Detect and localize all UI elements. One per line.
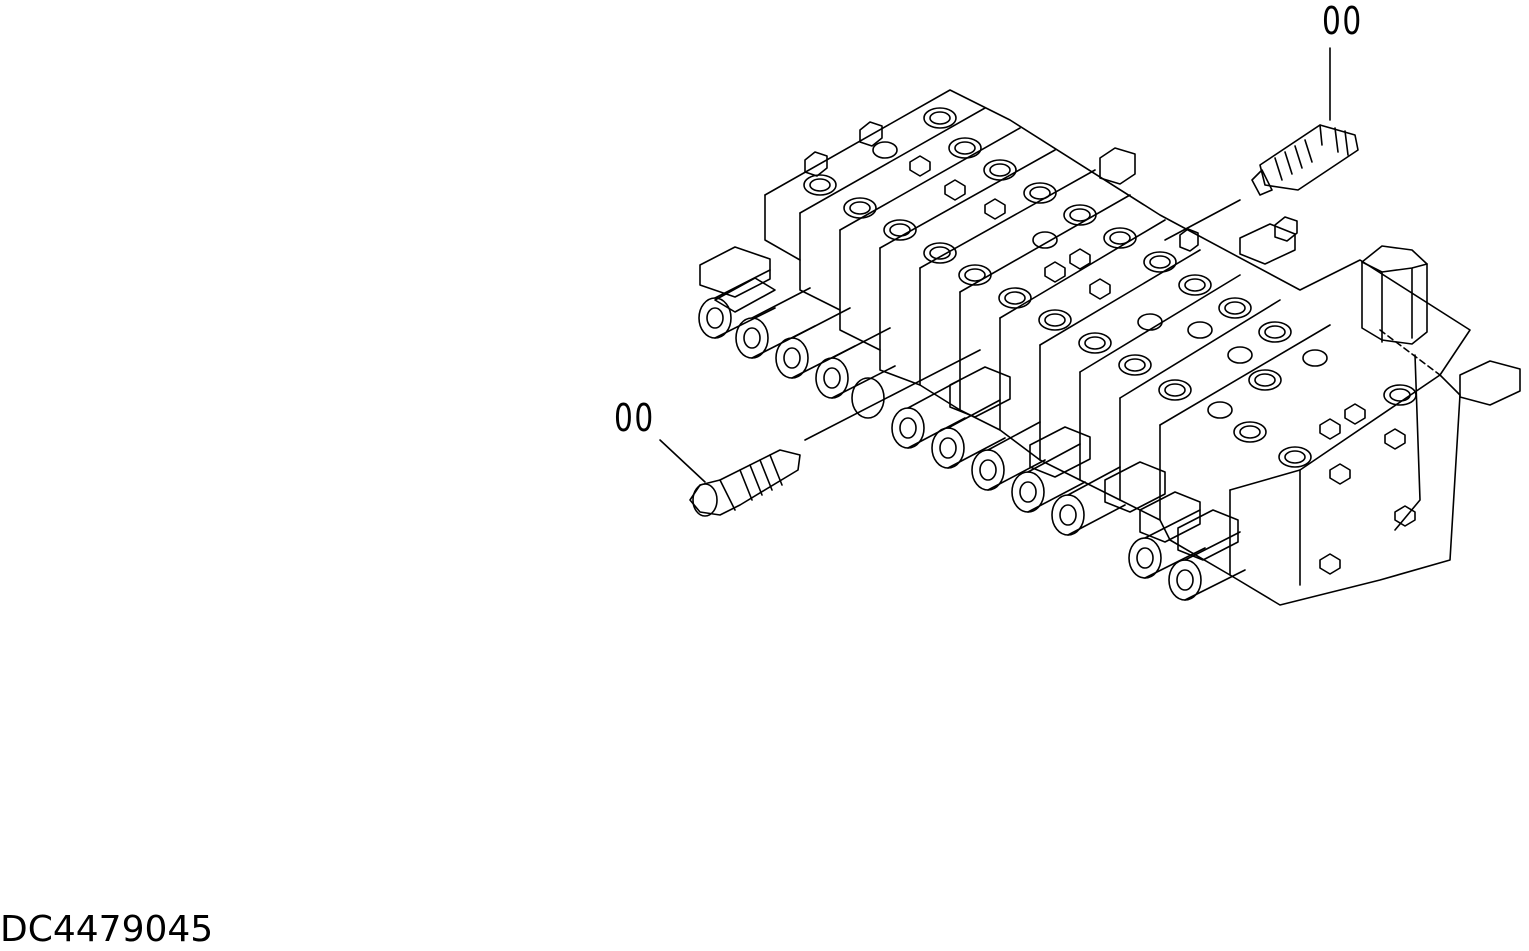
hex-plugs bbox=[909, 155, 1416, 575]
spool-ends bbox=[698, 269, 1246, 601]
top-fittings bbox=[804, 121, 1298, 252]
callout-label-top: 00 bbox=[1322, 0, 1363, 43]
drawing-id: DC4479045 bbox=[0, 909, 214, 950]
part-relief-valve-left bbox=[659, 439, 801, 517]
callout-label-left: 00 bbox=[614, 396, 655, 440]
top-ports bbox=[803, 107, 1417, 468]
hex-fitting-top-right bbox=[1361, 245, 1428, 345]
leader-line-left bbox=[804, 349, 981, 441]
valve-body bbox=[764, 89, 1471, 606]
leader-line-top bbox=[1164, 199, 1241, 241]
relief-valves bbox=[699, 223, 1521, 561]
part-relief-valve-top bbox=[1251, 47, 1359, 196]
